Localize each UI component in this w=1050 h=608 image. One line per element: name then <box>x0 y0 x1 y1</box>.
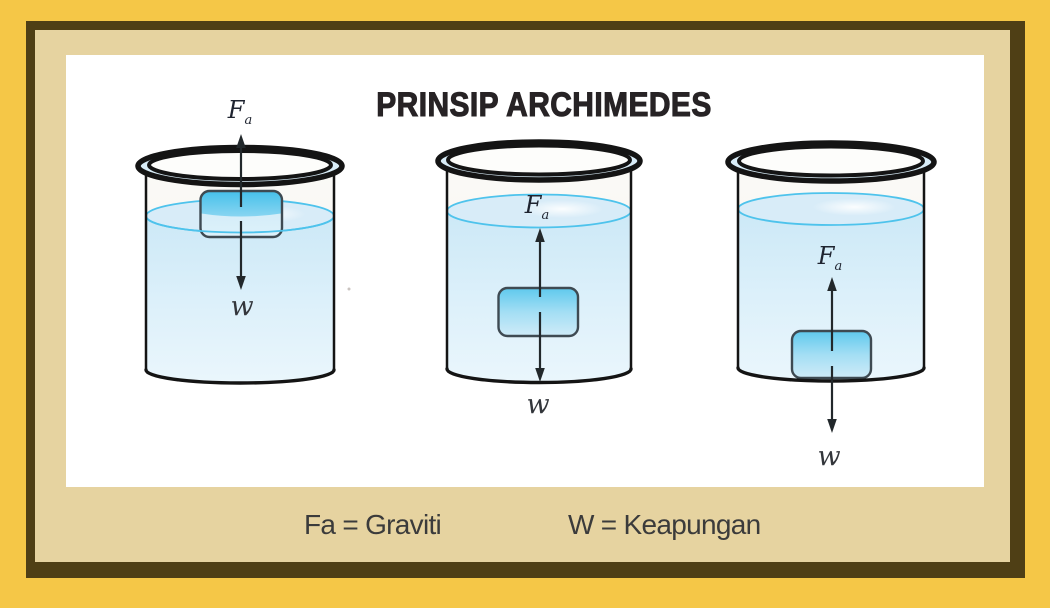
weight-label: w <box>230 291 253 322</box>
legend: Fa = Graviti W = Keapungan <box>0 509 1050 543</box>
dust-speck <box>347 287 351 291</box>
force-arrows <box>827 277 837 433</box>
legend-item-w: W = Keapungan <box>568 509 761 540</box>
force-arrows <box>236 134 246 290</box>
water-body <box>146 199 334 383</box>
beaker-sunk: Faw <box>725 140 937 472</box>
weight-label: w <box>817 441 840 472</box>
beaker-rim-inner <box>446 143 632 177</box>
page-title: PRINSIP ARCHIMEDES <box>376 85 712 124</box>
weight-arrow-head <box>236 276 246 290</box>
beaker-suspended: Faw <box>435 139 643 420</box>
beaker-bottom-outline <box>445 367 633 385</box>
buoyant-force-label: Fa <box>227 96 252 128</box>
block <box>497 286 580 338</box>
buoyant-arrow-head <box>535 228 545 242</box>
buoyant-arrow-head <box>236 134 246 148</box>
beaker-walls-outline <box>144 166 336 370</box>
weight-arrow-head <box>827 419 837 433</box>
beaker-floating: Fa w <box>135 96 345 385</box>
water-surface-highlight <box>812 198 897 216</box>
water-surface-highlight <box>520 199 604 219</box>
beaker-walls-outline <box>445 161 633 369</box>
force-arrows <box>535 228 545 382</box>
buoyant-arrow-head <box>827 277 837 291</box>
weight-label: w <box>526 389 549 420</box>
weight-arrow-head <box>535 368 545 382</box>
beaker-walls-outline <box>736 162 926 368</box>
beaker-bottom-outline <box>144 368 336 385</box>
legend-item-fa: Fa = Graviti <box>304 509 442 540</box>
beaker-rim-inner <box>737 144 925 178</box>
